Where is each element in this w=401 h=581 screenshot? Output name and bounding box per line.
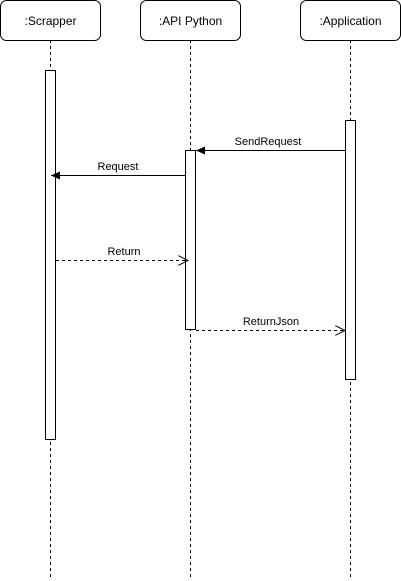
message-label-sendrequest: SendRequest [235,136,302,148]
message-returnjson: ReturnJson [196,316,345,331]
participant-label-api-python: :API Python [159,14,222,28]
participant-label-scrapper: :Scrapper [24,14,76,28]
activation-application [345,120,356,380]
activation-scrapper [45,70,56,440]
message-label-return: Return [107,246,140,258]
message-label-request: Request [98,161,139,173]
message-request: Request [51,161,185,180]
message-return: Return [56,246,188,261]
message-sendrequest: SendRequest [196,136,345,155]
participant-application[interactable]: :Application [300,0,401,41]
participant-scrapper[interactable]: :Scrapper [0,0,101,41]
participant-api-python[interactable]: :API Python [140,0,241,41]
participant-label-application: :Application [319,14,381,28]
activation-api-python [185,150,196,330]
message-label-returnjson: ReturnJson [243,316,299,328]
